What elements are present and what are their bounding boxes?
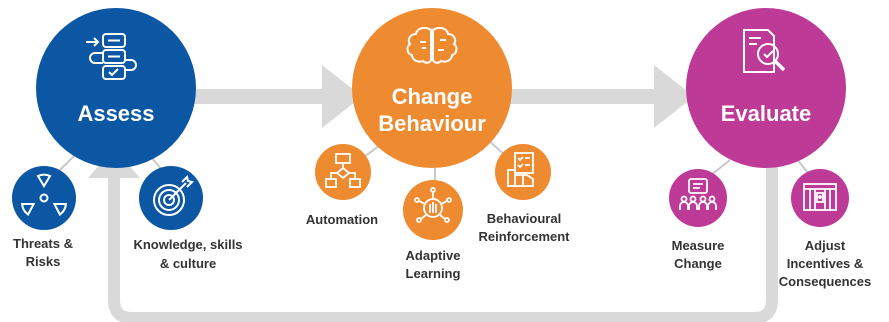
brain-icon (406, 26, 458, 64)
knowledge-skills-label-line1: Knowledge, skills (133, 237, 242, 252)
behavioural-reinforcement-label-line1: Behavioural (487, 211, 561, 226)
feedback-loop-arrow (108, 160, 778, 322)
flowchart-icon (325, 153, 361, 188)
behavioural-reinforcement-node: Behavioural Reinforcement (478, 144, 570, 244)
adjust-incentives-label-line3: Consequences (779, 274, 871, 289)
change-stage: Change Behaviour (352, 8, 512, 168)
adaptive-learning-node: Adaptive Learning (403, 180, 463, 281)
flow-arrow-change-to-evaluate (505, 65, 694, 128)
knowledge-skills-node: Knowledge, skills & culture (133, 166, 243, 271)
threats-risks-label-line2: Risks (26, 254, 61, 269)
assess-circle (36, 8, 196, 168)
threats-risks-label-line1: Threats & (13, 236, 73, 251)
measure-change-label-line2: Change (674, 256, 722, 271)
measure-change-label-line1: Measure (672, 238, 725, 253)
document-board-icon (507, 152, 534, 187)
change-circle (352, 8, 512, 168)
radiation-icon (21, 173, 67, 216)
threats-risks-node: Threats & Risks (12, 166, 76, 269)
adjust-incentives-node: Adjust Incentives & Consequences (779, 169, 871, 289)
assess-title: Assess (77, 101, 154, 126)
flow-arrow-assess-to-change (185, 65, 362, 128)
incentive-box-icon (803, 183, 837, 211)
measure-change-node: Measure Change (669, 169, 727, 271)
measure-audience-icon (679, 178, 717, 210)
checklist-flow-icon (86, 33, 137, 80)
knowledge-skills-label-line2: & culture (160, 256, 216, 271)
document-search-icon (743, 29, 786, 73)
adjust-incentives-label-line2: Incentives & (787, 256, 864, 271)
evaluate-circle (686, 8, 846, 168)
assess-stage: Assess (36, 8, 196, 168)
target-icon (153, 175, 194, 216)
automation-label: Automation (306, 212, 378, 227)
change-title-line1: Change (392, 84, 473, 109)
adaptive-learning-label-line1: Adaptive (406, 248, 461, 263)
automation-node: Automation (306, 144, 378, 227)
adaptive-learning-label-line2: Learning (406, 266, 461, 281)
change-title-line2: Behaviour (378, 111, 486, 136)
evaluate-stage: Evaluate (686, 8, 846, 168)
evaluate-title: Evaluate (721, 101, 812, 126)
adjust-incentives-label-line1: Adjust (805, 238, 846, 253)
adaptive-learning-icon (414, 187, 452, 223)
behavioural-reinforcement-label-line2: Reinforcement (478, 229, 570, 244)
